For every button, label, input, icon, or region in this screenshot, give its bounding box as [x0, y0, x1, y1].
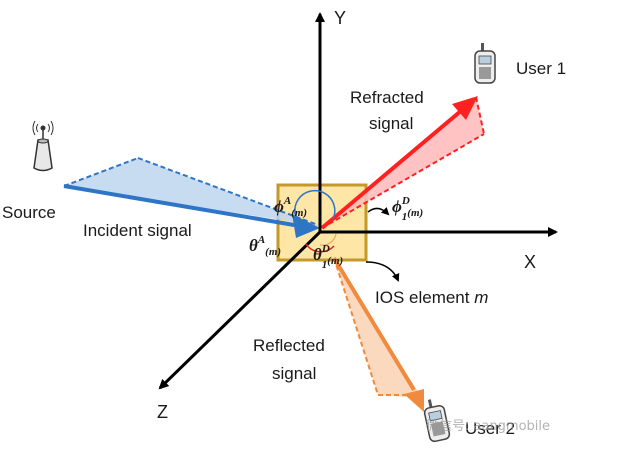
z-axis	[158, 230, 322, 390]
ios-element-pointer	[365, 261, 400, 282]
watermark: 微信号: aangmobile	[426, 419, 550, 434]
theta-departure-arc	[319, 233, 337, 246]
refracted-signal-label-1: Refracted	[350, 88, 424, 107]
y-axis-label: Y	[334, 8, 346, 28]
reflected-signal-label-2: signal	[272, 364, 316, 383]
reflected-signal-beam	[332, 256, 424, 412]
refracted-signal-beam	[320, 96, 485, 230]
phi-departure-pointer	[367, 206, 390, 216]
incident-signal-beam	[63, 157, 320, 238]
theta-arrival-label: θA(m)	[249, 234, 281, 258]
phi-arrival-label: ϕA(m)	[274, 195, 307, 219]
user2-label: User 2	[465, 419, 515, 438]
phone-icon-user1	[474, 43, 496, 84]
antenna-icon	[32, 120, 54, 172]
user1-label: User 1	[516, 59, 566, 78]
incident-signal-label: Incident signal	[83, 221, 192, 240]
theta-arrival-arc	[305, 243, 335, 253]
refracted-signal-label-2: signal	[369, 114, 413, 133]
source-label: Source	[2, 203, 56, 222]
ios-element-label: IOS element m	[375, 288, 488, 307]
z-axis-label: Z	[157, 402, 168, 422]
reflected-signal-label-1: Reflected	[253, 336, 325, 355]
phi-arrival-arc	[294, 189, 336, 227]
x-axis-label: X	[524, 252, 536, 272]
phone-icon-user2	[423, 399, 451, 443]
